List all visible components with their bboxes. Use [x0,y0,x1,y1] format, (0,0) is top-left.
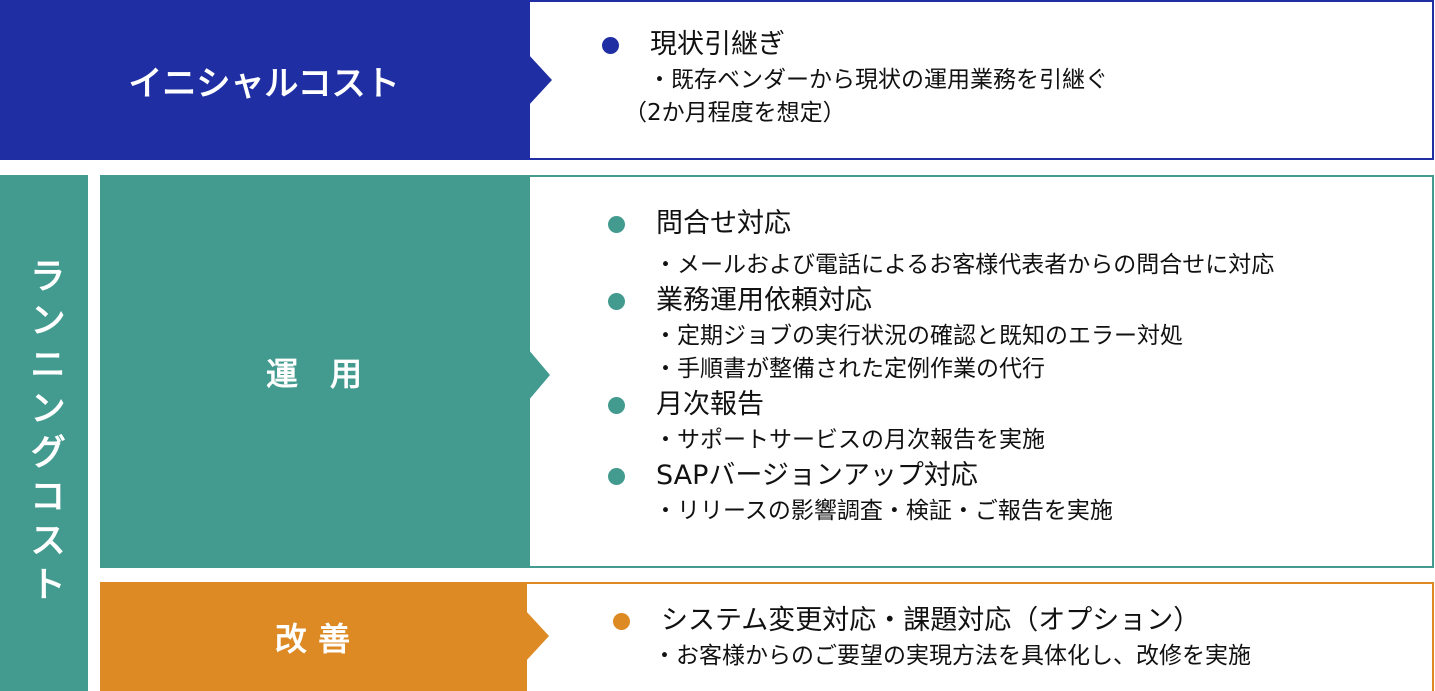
item-title: システム変更対応・課題対応（オプション） [613,602,1251,640]
item-detail: ・既存ベンダーから現状の運用業務を引継ぐ [648,67,1108,93]
arrow-icon [528,349,550,401]
item-detail: ・メールおよび電話によるお客様代表者からの問合せに対応 [654,252,1275,278]
improvement-content: システム変更対応・課題対応（オプション） ・お客様からのご要望の実現方法を具体化… [525,582,1434,691]
item-detail: ・お客様からのご要望の実現方法を具体化し、改修を実施 [653,643,1251,669]
item-title: 月次報告 [608,386,1274,424]
bullet-icon [608,216,625,233]
bullet-icon [613,613,630,630]
item-title: 問合せ対応 [608,205,1274,243]
bullet-icon [608,468,625,485]
item-detail: ・手順書が整備された定例作業の代行 [654,356,1045,382]
arrow-icon [525,610,549,662]
running-cost-label: ランニングコスト [0,175,88,691]
item-title: 業務運用依頼対応 [608,282,1274,320]
item-detail: ・リリースの影響調査・検証・ご報告を実施 [654,498,1113,524]
initial-cost-content: 現状引継ぎ ・既存ベンダーから現状の運用業務を引継ぐ （2か月程度を想定） [528,0,1434,160]
initial-cost-label: イニシャルコスト [0,0,528,160]
item-detail: ・定期ジョブの実行状況の確認と既知のエラー対処 [654,323,1183,349]
improvement-label: 改 善 [100,582,525,691]
bullet-icon [608,293,625,310]
arrow-icon [528,54,552,106]
item-detail: （2か月程度を想定） [624,100,846,126]
item-title: 現状引継ぎ [602,26,1108,64]
operation-content: 問合せ対応 ・メールおよび電話によるお客様代表者からの問合せに対応 業務運用依頼… [528,175,1434,568]
operation-label: 運 用 [100,175,528,568]
bullet-icon [602,37,619,54]
bullet-icon [608,397,625,414]
item-title: SAPバージョンアップ対応 [608,457,1274,495]
item-detail: ・サポートサービスの月次報告を実施 [654,427,1045,453]
